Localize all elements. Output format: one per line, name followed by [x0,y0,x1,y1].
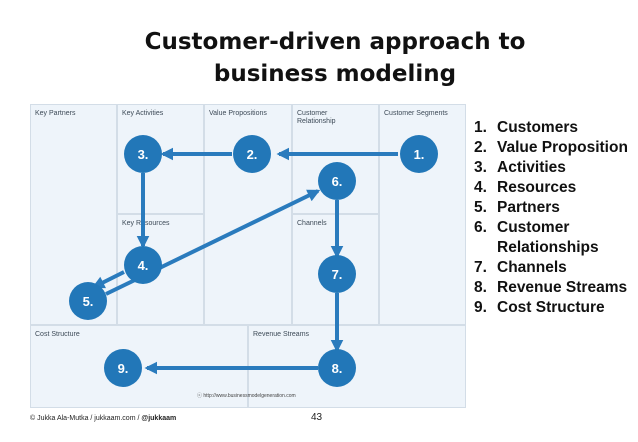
source-url: ⓒ http://www.businessmodelgeneration.com [197,393,296,399]
block-key-activities: Key Activities [117,104,204,214]
node-9: 9. [104,349,142,387]
node-4: 4. [124,246,162,284]
list-item: 1.Customers [474,119,578,136]
svg-text:7.: 7. [332,267,343,282]
list-item: 9.Cost Structure [474,299,605,316]
steps-list: 1.Customers 2.Value Proposition 3.Activi… [474,118,638,318]
svg-text:4.: 4. [138,258,149,273]
svg-text:6.: 6. [332,174,343,189]
block-label-value-propositions: Value Propositions [209,110,267,117]
block-label-key-activities: Key Activities [122,110,164,117]
footer-credit: © Jukka Ala-Mutka / jukkaam.com / @jukka… [30,415,177,422]
svg-text:2.: 2. [247,147,258,162]
title-line-1: Customer-driven approach to [144,29,526,55]
block-label-key-resources: Key Resources [122,220,170,227]
node-7: 7. [318,255,356,293]
svg-text:3.: 3. [138,147,149,162]
page-number: 43 [311,412,323,423]
block-label-customer-relationship: Customer Relationship [297,110,336,125]
node-3: 3. [124,135,162,173]
list-item: 7.Channels [474,259,567,276]
block-customer-segments: Customer Segments [379,104,466,325]
block-label-channels: Channels [297,220,327,227]
node-6: 6. [318,162,356,200]
list-item: 5.Partners [474,199,560,216]
list-item: 8.Revenue Streams [474,279,628,296]
list-item: 6.Customer Relationships [474,219,599,256]
node-8: 8. [318,349,356,387]
svg-text:5.: 5. [83,294,94,309]
cc-icon: ⓒ [197,393,204,399]
svg-text:1.: 1. [414,147,425,162]
arrow-4-to-5 [91,270,125,289]
svg-text:8.: 8. [332,361,343,376]
node-5: 5. [69,282,107,320]
block-label-cost-structure: Cost Structure [35,331,80,338]
node-2: 2. [233,135,271,173]
block-label-revenue-streams: Revenue Streams [253,331,310,338]
slide-title: Customer-driven approach to business mod… [120,26,550,90]
list-item: 3.Activities [474,159,566,176]
title-line-2: business modeling [213,61,457,87]
node-1: 1. [400,135,438,173]
block-key-partners: Key Partners [30,104,117,325]
list-item: 2.Value Proposition [474,139,628,156]
twitter-handle: @jukkaam [141,415,177,422]
business-model-canvas: Key Partners Key Activities Key Resource… [30,104,466,408]
block-label-key-partners: Key Partners [35,110,76,117]
flow-nodes: 1. 2. 3. 4. 5. 6. 7. 8. [69,135,438,387]
svg-text:9.: 9. [118,361,129,376]
list-item: 4.Resources [474,179,577,196]
block-label-customer-segments: Customer Segments [384,110,448,117]
